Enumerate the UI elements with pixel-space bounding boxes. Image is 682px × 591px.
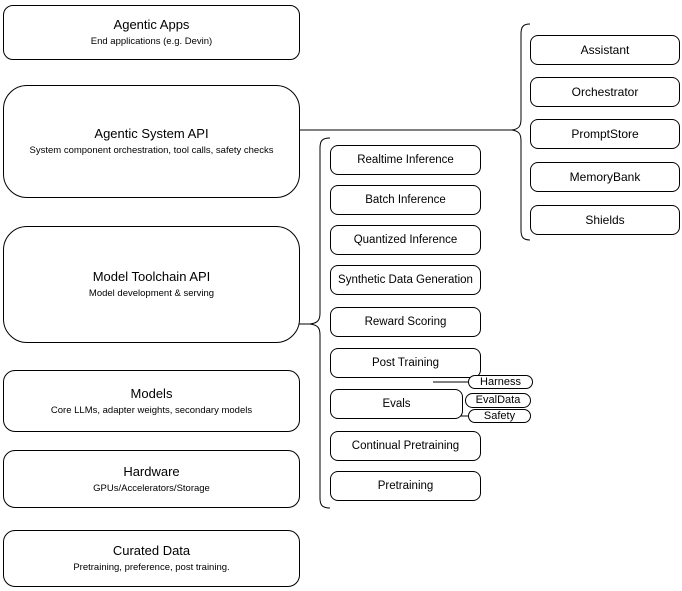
box-agentic-apps: Agentic Apps End applications (e.g. Devi… <box>3 5 300 60</box>
system-components-brace <box>511 23 531 241</box>
system-item-assistant: Assistant <box>530 35 680 65</box>
system-item-orchestrator: Orchestrator <box>530 77 680 107</box>
toolchain-components-brace <box>309 137 331 509</box>
box-hardware: Hardware GPUs/Accelerators/Storage <box>3 450 300 508</box>
box-models: Models Core LLMs, adapter weights, secon… <box>3 370 300 432</box>
toolchain-item-realtime-inference: Realtime Inference <box>330 145 481 175</box>
toolchain-item-evals: Evals <box>330 389 463 419</box>
box-subtitle: Model development & serving <box>88 288 215 299</box>
box-subtitle: Pretraining, preference, post training. <box>73 562 230 573</box>
box-title: Model Toolchain API <box>92 269 211 284</box>
toolchain-item-reward-scoring: Reward Scoring <box>330 307 481 337</box>
system-item-memorybank: MemoryBank <box>530 162 680 192</box>
box-subtitle: End applications (e.g. Devin) <box>90 36 213 47</box>
box-title: Agentic Apps <box>113 17 190 32</box>
box-title: Hardware <box>123 463 180 479</box>
box-title: Curated Data <box>112 543 191 558</box>
box-curated-data: Curated Data Pretraining, preference, po… <box>3 530 300 587</box>
toolchain-item-synthetic-data-generation: Synthetic Data Generation <box>330 265 481 295</box>
box-title: Agentic System API <box>94 126 209 141</box>
eval-tag-safety: Safety <box>468 409 531 423</box>
toolchain-item-batch-inference: Batch Inference <box>330 185 481 215</box>
box-model-toolchain-api: Model Toolchain API Model development & … <box>3 226 300 343</box>
toolchain-item-post-training: Post Training <box>330 348 481 378</box>
eval-tag-harness: Harness <box>468 375 533 389</box>
box-subtitle: Core LLMs, adapter weights, secondary mo… <box>50 404 253 416</box>
system-item-shields: Shields <box>530 205 680 235</box>
eval-tag-evaldata: EvalData <box>465 393 531 408</box>
system-item-promptstore: PromptStore <box>530 119 680 149</box>
toolchain-item-quantized-inference: Quantized Inference <box>330 225 481 255</box>
toolchain-item-pretraining: Pretraining <box>330 471 481 501</box>
box-subtitle: GPUs/Accelerators/Storage <box>93 482 210 494</box>
toolchain-item-continual-pretraining: Continual Pretraining <box>330 431 481 461</box>
box-subtitle: System component orchestration, tool cal… <box>29 145 274 156</box>
box-agentic-system-api: Agentic System API System component orch… <box>3 85 300 198</box>
box-title: Models <box>130 385 173 401</box>
